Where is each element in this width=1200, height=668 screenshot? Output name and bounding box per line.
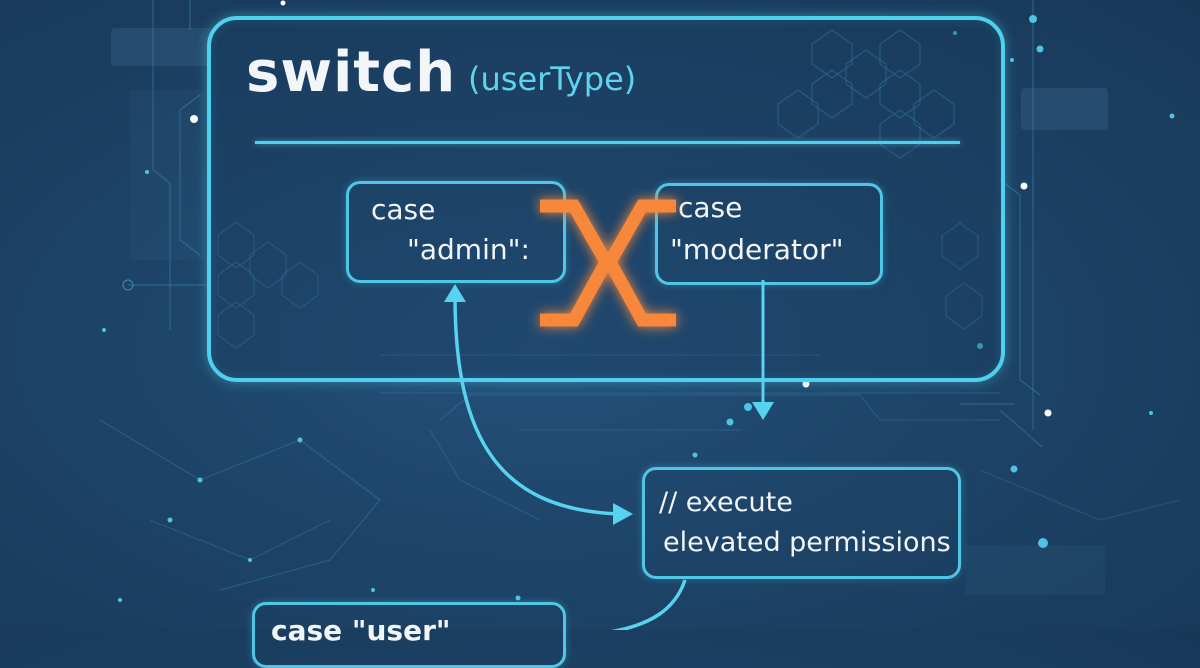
case-admin-box: case "admin":	[346, 181, 566, 283]
switch-argument: (userType)	[468, 60, 637, 98]
case-admin-value: "admin":	[407, 233, 530, 266]
case-moderator-box: case "moderator"	[655, 183, 883, 285]
switch-keyword: switch	[246, 40, 457, 105]
circuit-background	[99, 0, 1181, 602]
case-moderator-value: "moderator"	[670, 233, 844, 266]
case-admin-keyword: case	[371, 193, 436, 226]
case-user-box: case "user"	[252, 602, 566, 668]
header-divider	[255, 141, 960, 144]
case-moderator-keyword: case	[678, 191, 743, 224]
case-user-label: case "user"	[271, 614, 451, 647]
execute-comment: // execute	[659, 487, 793, 518]
execute-permissions-box: // execute elevated permissions	[642, 467, 961, 579]
execute-description: elevated permissions	[663, 527, 951, 558]
